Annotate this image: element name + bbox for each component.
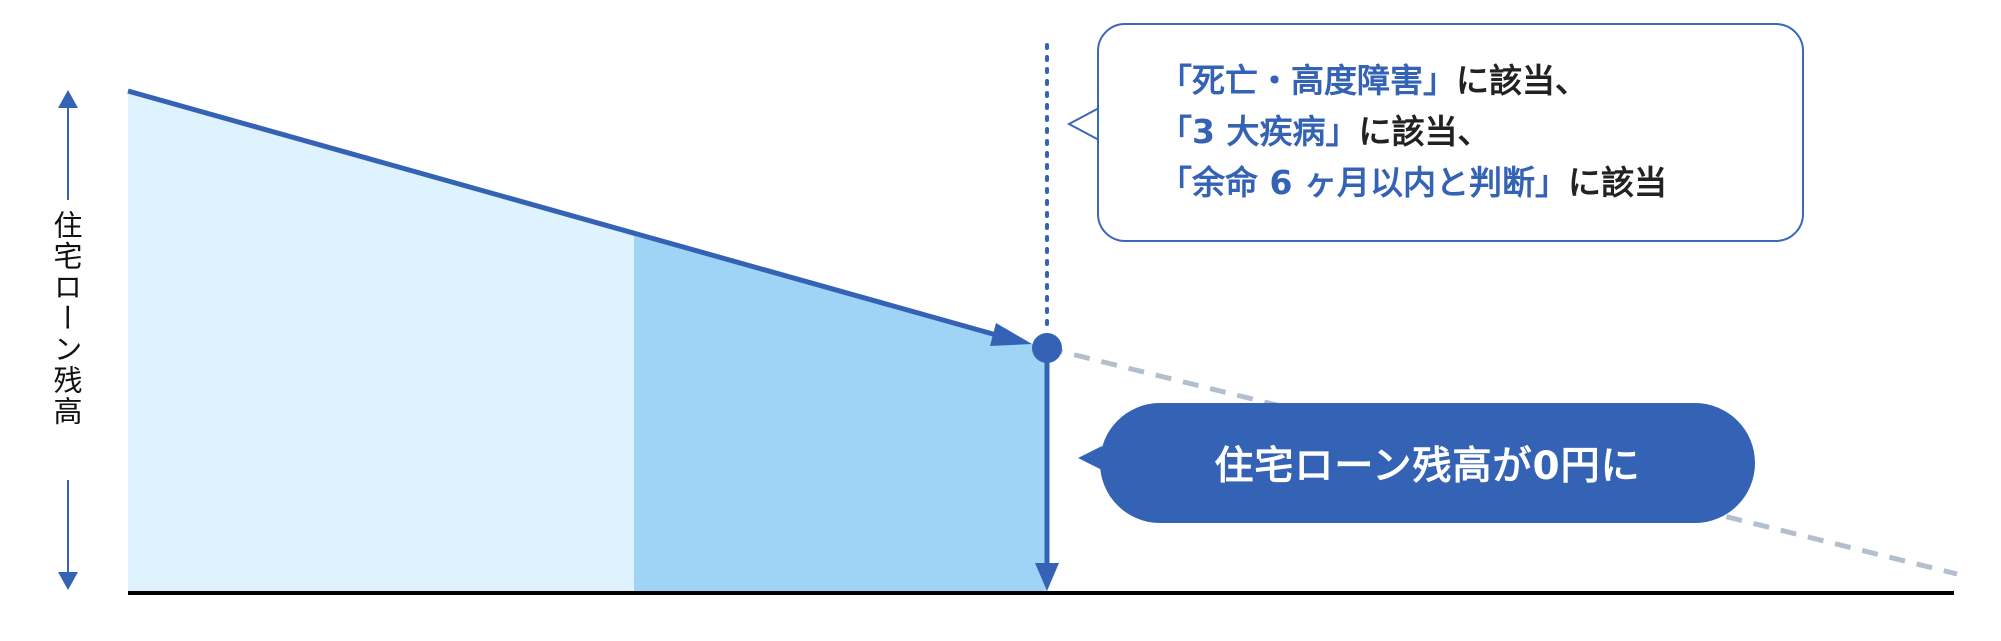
event-point (1032, 333, 1062, 363)
condition-highlight: 「3 大疾病」 (1159, 112, 1359, 151)
loan-balance-area-dark (634, 235, 1047, 593)
condition-line: 「死亡・高度障害」に該当、 (1159, 55, 1802, 106)
y-axis-arrowhead-down (58, 572, 78, 590)
loan-balance-arrowhead (990, 323, 1032, 346)
condition-suffix: に該当、 (1456, 61, 1588, 100)
condition-callout: 「死亡・高度障害」に該当、 「3 大疾病」に該当、 「余命 6 ヶ月以内と判断」… (1097, 23, 1804, 242)
condition-line: 「余命 6 ヶ月以内と判断」に該当 (1159, 157, 1802, 208)
condition-suffix: に該当、 (1358, 112, 1491, 151)
loan-balance-line (127, 88, 1001, 339)
condition-line: 「3 大疾病」に該当、 (1159, 106, 1802, 157)
result-label: 住宅ローン残高が0円に (1100, 403, 1755, 523)
loan-balance-area-light (128, 91, 634, 593)
y-axis-arrowhead-up (58, 90, 78, 108)
condition-highlight: 「死亡・高度障害」 (1159, 61, 1456, 100)
condition-highlight: 「余命 6 ヶ月以内と判断」 (1159, 163, 1568, 202)
callout-pointer (1066, 107, 1100, 141)
y-axis-label: 住宅ローン残高 (49, 210, 83, 427)
condition-suffix: に該当 (1567, 163, 1667, 202)
drop-to-zero-arrowhead (1035, 563, 1059, 591)
result-pointer (1078, 446, 1102, 470)
